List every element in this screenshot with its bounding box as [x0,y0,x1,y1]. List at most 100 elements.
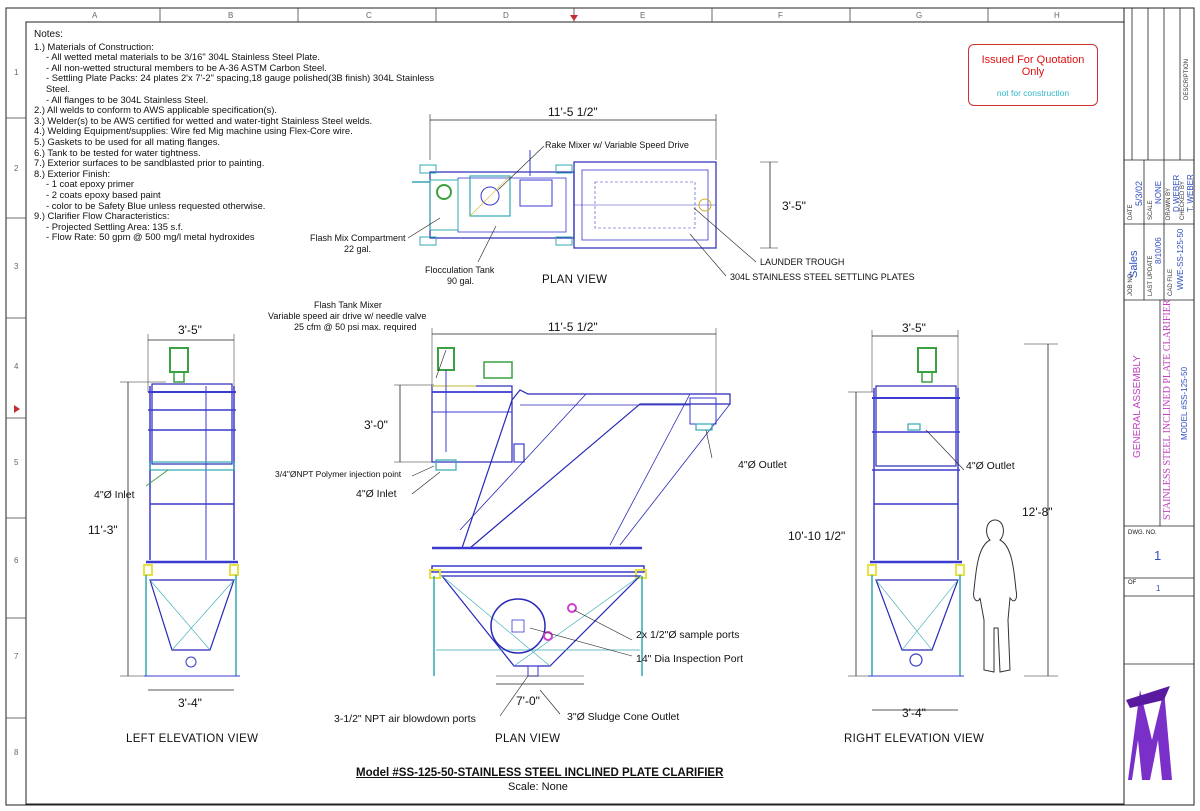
polymer-injection-label: 3/4"ØNPT Polymer injection point [275,469,402,479]
plan-top-width-dim: 11'-5 1/2" [548,105,598,119]
note-line: 8.) Exterior Finish: [34,167,111,179]
grid-num-5: 5 [14,458,19,467]
right-elevation-view [848,330,1058,711]
notes-block: Notes: 1.) Materials of Construction: - … [34,29,454,243]
grid-num-4: 4 [14,362,19,371]
center-inlet-label: 4"Ø Inlet [356,488,397,500]
left-top-dim: 3'-5" [178,323,202,337]
tb-job-value: Sales [1128,250,1140,278]
grid-ticks [6,8,989,719]
left-elevation-view [120,334,240,691]
right-outlet-label: 4"Ø Outlet [966,460,1015,472]
right-height-left-dim: 10'-10 1/2" [788,529,846,543]
flocculation-tank-volume: 90 gal. [447,276,475,286]
company-logo [1126,686,1172,780]
note-line: - Projected Settling Area: 135 s.f. [46,220,184,232]
note-line: 5.) Gaskets to be used for all mating fl… [34,135,221,147]
grid-num-6: 6 [14,556,19,565]
title-block-lines [1124,8,1194,665]
note-line: - 2 coats epoxy based paint [46,188,161,200]
center-outlet-label: 4"Ø Outlet [738,459,787,471]
tb-of-value: 1 [1156,584,1161,593]
plan-top-depth-dim: 3'-5" [782,199,806,213]
grid-letter-a: A [92,11,98,20]
inspection-port-label: 14" Dia Inspection Port [636,653,744,665]
right-top-dim: 3'-5" [902,321,926,335]
note-line: - All non-wetted structural members to b… [46,61,327,73]
grid-num-7: 7 [14,652,19,661]
tb-scale-value: NONE [1154,180,1163,204]
left-bottom-dim: 3'-4" [178,696,202,710]
grid-num-3: 3 [14,262,19,271]
grid-letter-c: C [366,11,372,20]
plan-view-side-title: PLAN VIEW [495,733,561,745]
tb-description-header: DESCRIPTION [1184,58,1190,100]
grid-letter-f: F [778,11,783,20]
plan-view-top-title: PLAN VIEW [542,274,608,286]
sludge-outlet-label: 3"Ø Sludge Cone Outlet [567,711,680,723]
plan-side-height-dim: 3'-0" [364,418,388,432]
grid-letter-h: H [1054,11,1060,20]
tb-date-value: 5/3/02 [1134,180,1144,206]
tb-checked-value: T. WEBER [1186,174,1195,212]
grid-num-2: 2 [14,164,19,173]
flash-tank-mixer-air: 25 cfm @ 50 psi max. required [294,322,417,332]
flash-tank-mixer-label: Flash Tank Mixer [314,300,382,310]
note-line: - Flow Rate: 50 gpm @ 500 mg/l metal hyd… [46,231,255,243]
note-line: 6.) Tank to be tested for water tightnes… [34,146,201,158]
tb-dwg-number: 1 [1154,548,1162,563]
tb-of-label: OF [1128,580,1137,586]
note-line: 2.) All welds to conform to AWS applicab… [34,104,277,116]
stamp-line-1: Issued For Quotation Only [981,54,1085,78]
note-line: 7.) Exterior surfaces to be sandblasted … [34,157,265,169]
tb-model: MODEL #SS-125-50 [1180,366,1189,440]
plan-view-top [407,114,778,277]
right-bottom-dim: 3'-4" [902,706,926,720]
tb-date-label: DATE [1128,204,1134,220]
left-elevation-title: LEFT ELEVATION VIEW [126,733,259,745]
flash-mix-label: Flash Mix Compartment [310,233,406,243]
note-line: 4.) Welding Equipment/supplies: Wire fed… [34,125,353,137]
note-line: - Settling Plate Packs: 24 plates 2'x 7'… [46,72,435,94]
left-height-dim: 11'-3" [88,523,118,537]
note-line: 9.) Clarifier Flow Characteristics: [34,210,170,222]
blowdown-ports-label: 3-1/2" NPT air blowdown ports [334,713,476,725]
note-line: 1.) Materials of Construction: [34,40,154,52]
flash-mix-volume: 22 gal. [344,244,372,254]
right-elevation-title: RIGHT ELEVATION VIEW [844,733,985,745]
tb-description-main: STAINLESS STEEL INCLINED PLATE CLARIFIER [1162,299,1173,521]
grid-letter-e: E [640,11,646,20]
note-line: 3.) Welder(s) to be AWS certified for we… [34,114,373,126]
sample-ports-label: 2x 1/2"Ø sample ports [636,629,740,641]
right-height-right-dim: 12'-8" [1022,505,1053,519]
drawing-title: Model #SS-125-50-STAINLESS STEEL INCLINE… [356,767,724,779]
grid-num-8: 8 [14,748,19,757]
grid-letter-b: B [228,11,234,20]
quotation-stamp: Issued For Quotation Only not for constr… [968,44,1098,106]
grid-letter-g: G [916,11,923,20]
center-marks [14,15,578,413]
cone-width-dim: 7'-0" [516,694,540,708]
grid-num-1: 1 [14,68,19,77]
flocculation-tank-label: Flocculation Tank [425,265,495,275]
tb-dwg-label: DWG. NO. [1128,530,1157,536]
note-line: - All flanges to be 304L Stainless Steel… [46,93,209,105]
tb-cad-value: WWE-SS-125-50 [1176,228,1185,290]
note-line: - color to be Safety Blue unless request… [46,199,266,211]
drawing-scale: Scale: None [508,781,568,793]
settling-plates-label: 304L STAINLESS STEEL SETTLING PLATES [730,272,915,282]
stamp-line-2: not for construction [996,88,1070,98]
tb-general-assembly: GENERAL ASSEMBLY [1132,355,1143,458]
launder-trough-label: LAUNDER TROUGH [760,257,845,267]
note-line: - 1 coat epoxy primer [46,178,135,190]
notes-title: Notes: [34,29,63,40]
sheet-border [5,7,1195,806]
tb-update-value: 8/10/06 [1154,237,1163,264]
tb-cad-label: CAD FILE [1168,268,1174,296]
flash-tank-mixer-drive: Variable speed air drive w/ needle valve [268,311,427,321]
plan-side-width-dim: 11'-5 1/2" [548,320,598,334]
center-side-view [394,328,731,717]
left-inlet-label: 4"Ø Inlet [94,489,135,501]
rake-mixer-label: Rake Mixer w/ Variable Speed Drive [545,140,689,150]
